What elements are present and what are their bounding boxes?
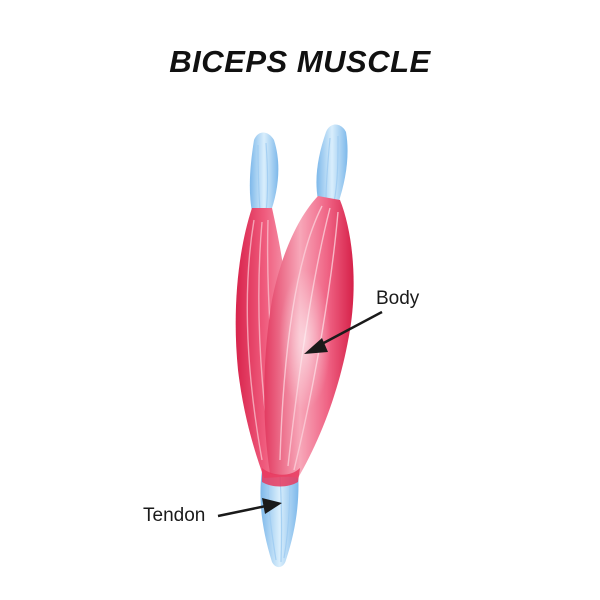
diagram-title: BICEPS MUSCLE [169, 44, 431, 79]
body-pointer-arrow [304, 310, 383, 354]
tendon-pointer-arrow [217, 498, 282, 518]
bottom-tendon [260, 470, 299, 568]
left-top-tendon [249, 132, 279, 214]
tendon-label: Tendon [143, 505, 206, 526]
right-top-tendon [316, 124, 348, 204]
junction-shade [262, 468, 300, 487]
right-muscle-head [264, 196, 354, 478]
body-label: Body [376, 288, 420, 309]
